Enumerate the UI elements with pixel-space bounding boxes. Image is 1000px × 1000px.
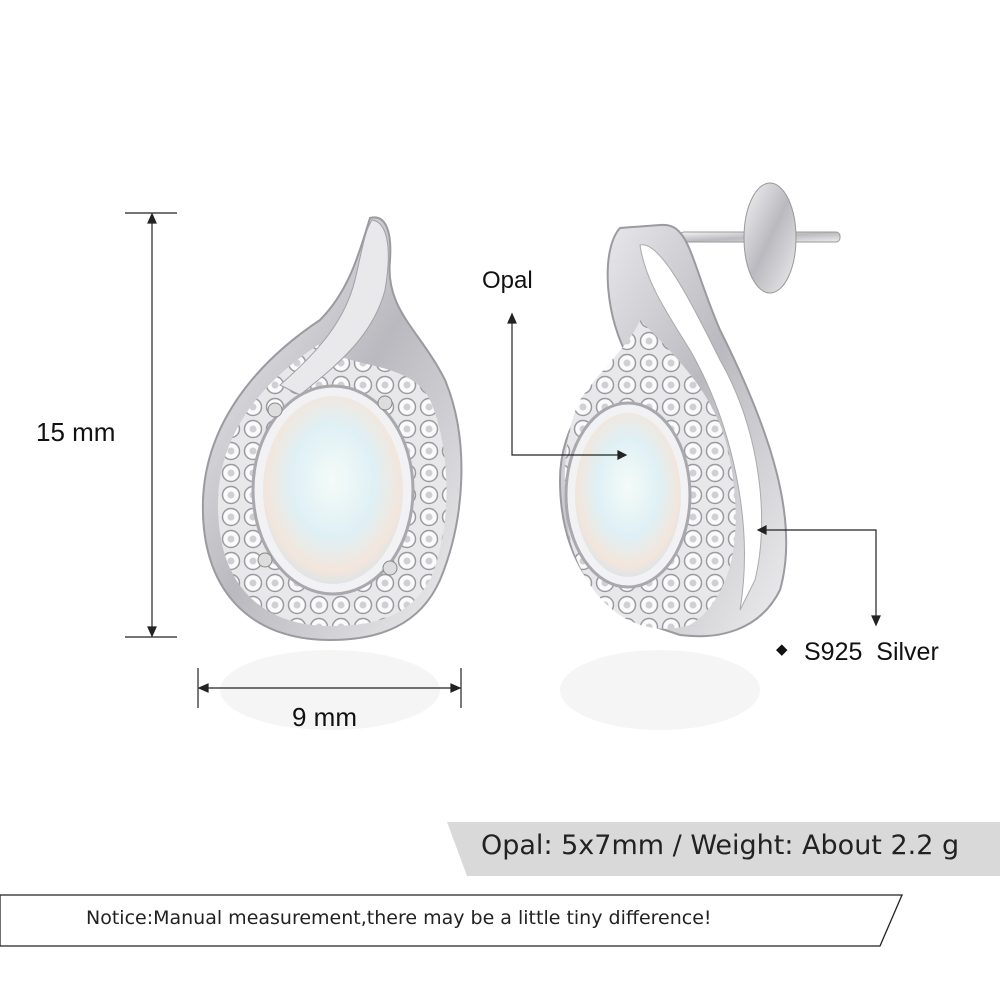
spec-text: Opal: 5x7mm / Weight: About 2.2 g [481, 830, 960, 861]
material-label: S925 Silver [804, 638, 939, 666]
opal-callout-arrow [507, 312, 628, 460]
spec-banner: Opal: 5x7mm / Weight: About 2.2 g [447, 822, 1000, 876]
silver-callout-arrow [756, 525, 881, 627]
earring-side-view [558, 182, 841, 638]
notice-text: Notice:Manual measurement,there may be a… [86, 907, 712, 929]
width-label: 9 mm [292, 702, 357, 732]
height-dimension-line [125, 212, 177, 638]
height-label: 15 mm [36, 417, 116, 447]
earring-front-view [201, 216, 463, 642]
opal-label: Opal [482, 267, 533, 294]
notice-box [0, 894, 903, 947]
width-dimension-line [197, 668, 462, 708]
diamond-bullet-icon: ◆ [776, 641, 788, 658]
